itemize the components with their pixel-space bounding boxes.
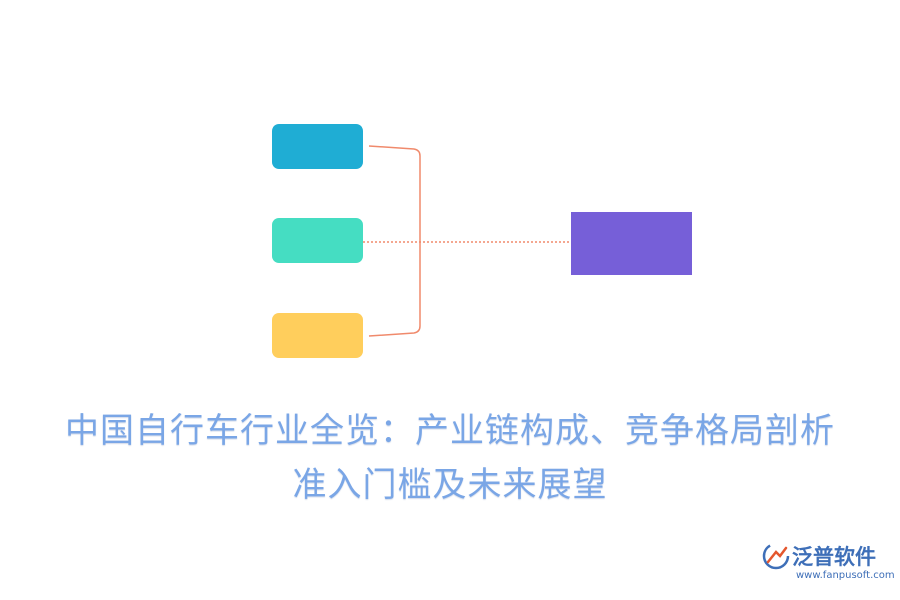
- brand-logo: 泛普软件 www.fanpusoft.com: [762, 538, 895, 588]
- logo-mark-icon: [762, 542, 790, 570]
- source-node-1: [272, 124, 363, 169]
- source-node-3: [272, 313, 363, 358]
- title-line-2: 准入门槛及未来展望: [292, 465, 608, 505]
- title-line-1: 中国自行车行业全览：产业链构成、竞争格局剖析: [65, 411, 835, 451]
- bracket-connector: [368, 145, 421, 337]
- target-node: [571, 212, 692, 275]
- logo-url: www.fanpusoft.com: [796, 570, 895, 581]
- logo-name: 泛普软件: [792, 545, 876, 569]
- source-node-2: [272, 218, 363, 263]
